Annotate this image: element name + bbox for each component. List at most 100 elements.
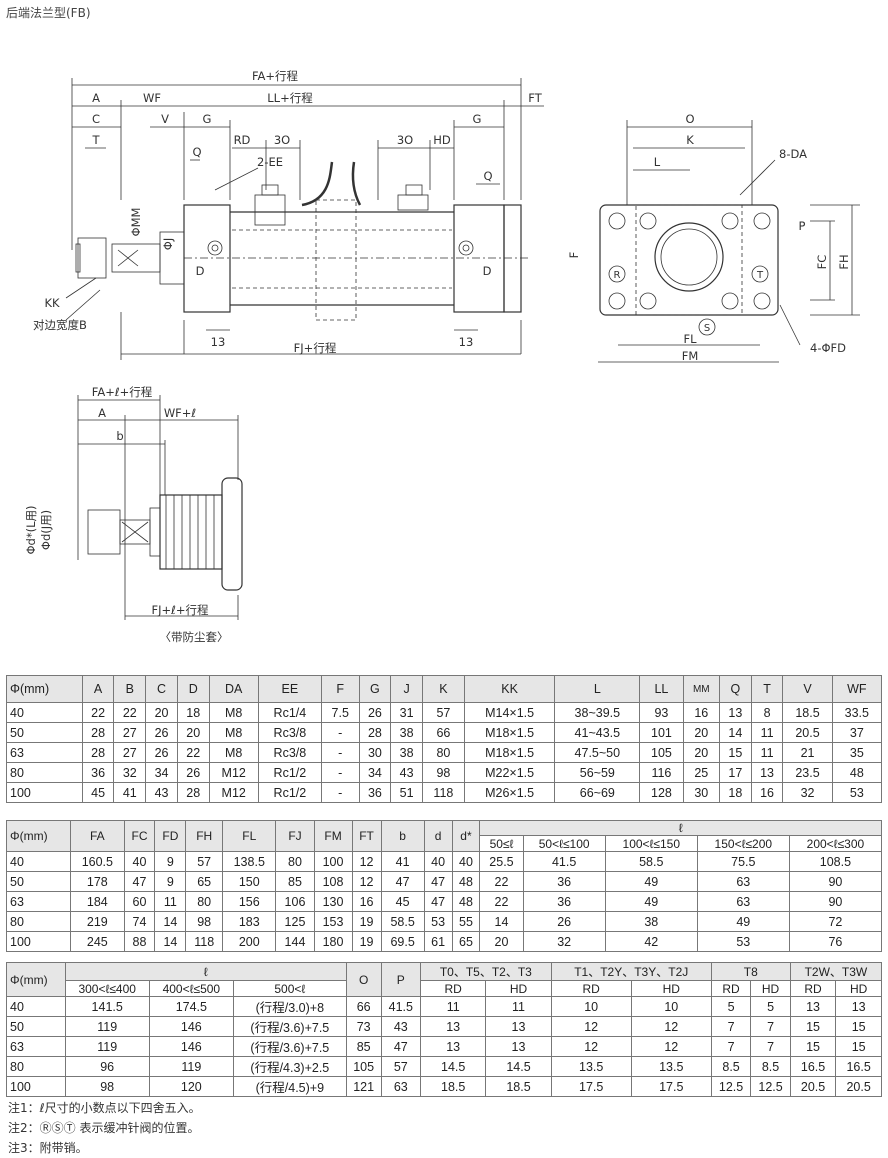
table-cell: 150 <box>222 871 277 892</box>
table-cell: Rc3/8 <box>257 722 322 743</box>
header-cell: O <box>345 962 382 997</box>
table-cell: 14 <box>154 911 187 932</box>
header-cell: 500<ℓ <box>232 980 347 997</box>
table-cell: M18×1.5 <box>463 742 556 763</box>
table-cell: 47 <box>423 871 453 892</box>
table-cell: 38 <box>390 722 423 743</box>
table-cell: 20 <box>682 742 720 763</box>
table-cell: 20 <box>479 931 524 952</box>
table-cell: 43 <box>380 1016 422 1037</box>
label-q-left: Q <box>192 145 201 159</box>
table-cell: 20 <box>682 722 720 743</box>
table-cell: 57 <box>380 1056 422 1077</box>
table-cell: 27 <box>113 722 147 743</box>
table-cell: 57 <box>421 702 465 723</box>
table-cell: 55 <box>451 911 481 932</box>
table-cell: 156 <box>222 891 277 912</box>
cylinder-drawing: FA+行程 A WF LL+行程 FT C V G G T RD 3O 3O H… <box>24 69 860 644</box>
table-cell: 98 <box>64 1076 150 1097</box>
header-cell: 150<ℓ≤200 <box>696 835 790 852</box>
table-cell: 47 <box>380 1036 422 1057</box>
header-cell: D <box>176 675 210 703</box>
table-cell: 18.5 <box>782 702 833 723</box>
table-cell: 125 <box>275 911 315 932</box>
label-p: P <box>799 219 806 233</box>
header-cell: L <box>554 675 641 703</box>
table-cell: 43 <box>145 782 178 803</box>
table-cell: 153 <box>313 911 353 932</box>
table-cell: 48 <box>831 762 883 783</box>
table-cell: 8.5 <box>710 1056 752 1077</box>
table-cell: 40 <box>123 851 156 872</box>
table-cell: 13 <box>835 996 882 1017</box>
table-cell: 180 <box>313 931 353 952</box>
label-fd: 4-ΦFD <box>810 341 846 355</box>
table-cell: 28 <box>358 722 392 743</box>
header-cell: RD <box>789 980 837 997</box>
table-subheader-row: 300<ℓ≤400 400<ℓ≤500 500<ℓ RD HD RD HD RD… <box>7 980 882 997</box>
table-cell: 121 <box>345 1076 382 1097</box>
table-cell: 60 <box>123 891 156 912</box>
label-fl: FL <box>683 332 697 346</box>
spec-table-3: Φ(mm) ℓ O P T0、T5、T2、T3 T1、T2Y、T3Y、T2J T… <box>6 962 883 1097</box>
table-cell: 33.5 <box>831 702 883 723</box>
table-cell: 7 <box>710 1036 752 1057</box>
table-cell: 18 <box>718 782 752 803</box>
table-cell: 63 <box>6 1036 66 1057</box>
table-cell: 12 <box>351 871 382 892</box>
table-cell: 13 <box>718 702 752 723</box>
header-cell: HD <box>750 980 791 997</box>
table-cell: 80 <box>5 911 72 932</box>
table-cell: 106 <box>275 891 315 912</box>
table-cell: M14×1.5 <box>463 702 556 723</box>
table-cell: 63 <box>6 742 83 763</box>
table-cell: 20 <box>176 722 210 743</box>
label-c: C <box>92 112 100 126</box>
header-cell: DA <box>208 675 259 703</box>
table-cell: 22 <box>176 742 210 763</box>
table-cell: 40 <box>451 851 481 872</box>
table-cell: 32 <box>522 931 606 952</box>
header-cell: C <box>145 675 178 703</box>
label-30-right: 3O <box>397 133 413 147</box>
table-cell: (行程/3.6)+7.5 <box>232 1036 347 1057</box>
table-cell: 116 <box>639 762 684 783</box>
header-cell: FT <box>351 820 382 852</box>
table-header-row: Φ(mm) FA FC FD FH FL FJ FM FT b d d* ℓ <box>5 820 882 852</box>
table-cell: 96 <box>64 1056 150 1077</box>
page-title: 后端法兰型(FB) <box>6 6 91 20</box>
label-30-left: 3O <box>274 133 290 147</box>
label-boot-caption: 〈带防尘套〉 <box>160 630 229 644</box>
table-cell: 245 <box>70 931 125 952</box>
table-cell: 7.5 <box>320 702 360 723</box>
table-cell: M12 <box>208 782 259 803</box>
table-cell: 27 <box>113 742 147 763</box>
table-cell: 34 <box>358 762 392 783</box>
table-cell: M8 <box>208 722 259 743</box>
table-cell: 90 <box>788 891 883 912</box>
table-cell: 41.5 <box>380 996 422 1017</box>
table-cell: 20 <box>145 702 178 723</box>
table-cell: 47 <box>423 891 453 912</box>
table-cell: 15 <box>718 742 752 763</box>
label-ll-stroke: LL+行程 <box>267 91 313 105</box>
table-cell: 9 <box>154 851 187 872</box>
table-cell: 40 <box>6 702 83 723</box>
table-cell: 12.5 <box>750 1076 791 1097</box>
label-f: F <box>567 252 581 259</box>
table-cell: 61 <box>423 931 453 952</box>
table-cell: Rc1/4 <box>257 702 322 723</box>
header-cell: WF <box>831 675 883 703</box>
header-cell: Φ(mm) <box>6 962 66 997</box>
table-cell: 119 <box>148 1056 234 1077</box>
table-cell: - <box>320 742 360 763</box>
label-o: O <box>685 112 694 126</box>
header-cell-group: T8 <box>710 962 791 981</box>
header-cell: 400<ℓ≤500 <box>148 980 234 997</box>
table-cell: 8 <box>750 702 784 723</box>
table-cell: 18.5 <box>420 1076 487 1097</box>
label-r: R <box>614 270 621 281</box>
